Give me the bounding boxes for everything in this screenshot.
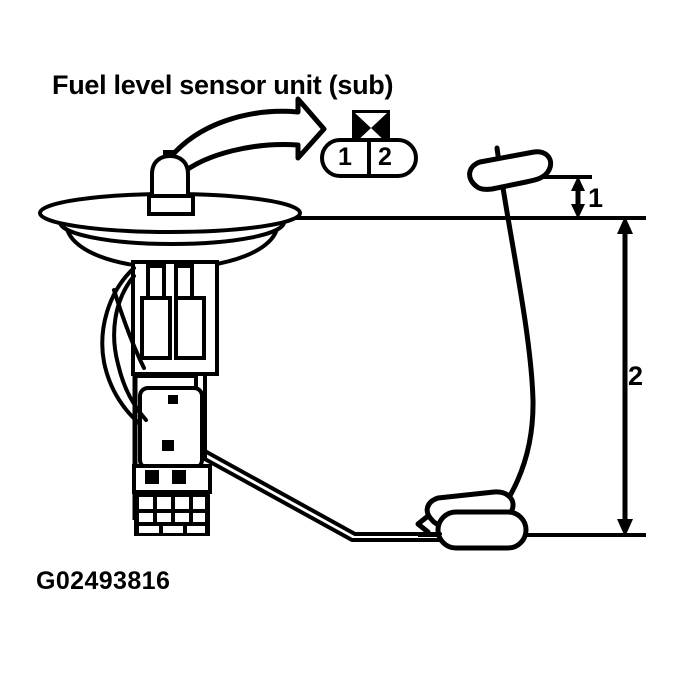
pump-body: [131, 260, 219, 536]
sensor-cap-nub: [163, 150, 175, 158]
connector-pin-1-label: 1: [338, 143, 352, 171]
wire-harness-loop: [100, 266, 148, 426]
bowtie-icon-top: [355, 113, 387, 128]
dimension-1-arrowhead-down: [571, 204, 585, 219]
dimension-1-arrow: [571, 176, 585, 219]
dimension-2-arrow: [617, 216, 633, 537]
float-swing-arc: [467, 145, 536, 551]
pump-chamber-right: [174, 296, 206, 360]
page-title: Fuel level sensor unit (sub): [52, 70, 394, 100]
dimension-1-label: 1: [588, 183, 604, 213]
float-arm: [201, 448, 442, 542]
pump-lower-mark-a: [145, 470, 159, 484]
dimension-2-label: 2: [628, 361, 644, 391]
curved-callout-arrow: [163, 96, 327, 178]
pump-lower-mark-b: [172, 470, 186, 484]
dimension-2-arrowhead-up: [617, 216, 633, 234]
fuel-pump-flange: [38, 192, 302, 271]
sensor-cap-collar: [147, 194, 195, 216]
dimension-2-arrowhead-down: [617, 519, 633, 537]
pump-chamber-left: [140, 296, 172, 360]
pump-block-mark-bottom: [162, 440, 174, 451]
float-upper: [467, 149, 554, 192]
sensor-unit-cap: [147, 150, 195, 216]
float-lower-capsule: [435, 509, 529, 551]
pump-block-mark-top: [168, 395, 178, 404]
float-lower: [415, 489, 529, 551]
connector-pin-2-label: 2: [378, 143, 392, 171]
filter-screen: [134, 492, 210, 536]
figure-caption: G02493816: [36, 567, 171, 595]
reference-lines: [292, 175, 646, 537]
dimension-1-arrowhead-up: [571, 176, 585, 191]
connector-assembly: [320, 110, 418, 178]
